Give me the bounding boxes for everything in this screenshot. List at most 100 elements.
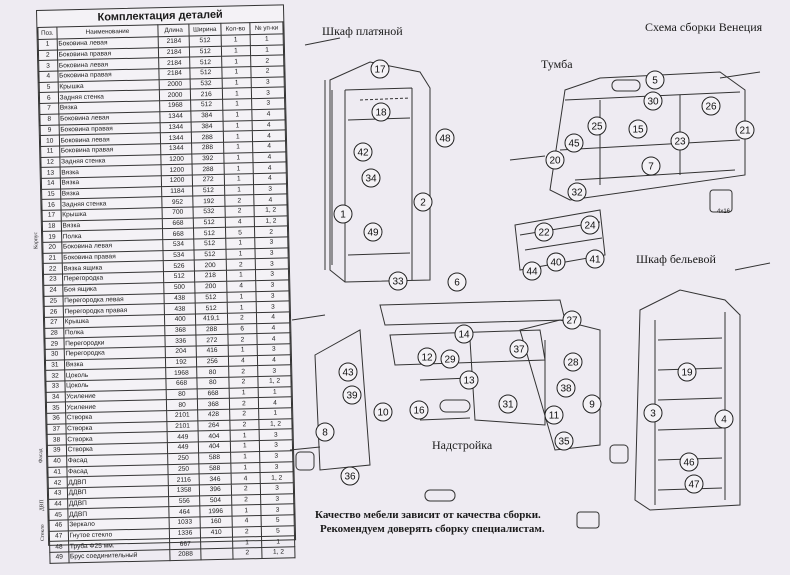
callout-number: 11	[549, 411, 560, 422]
callout-circle	[340, 466, 360, 486]
callout-circle	[556, 378, 576, 398]
callout-circle	[562, 310, 582, 330]
callout-number: 16	[413, 406, 425, 417]
callout-circle	[585, 249, 605, 269]
callout-circle	[454, 324, 474, 344]
callout-number: 41	[589, 255, 601, 266]
callout-number: 37	[513, 345, 525, 356]
callout-circle	[735, 120, 755, 140]
callout-number: 13	[463, 376, 475, 387]
callout-number: 10	[377, 408, 389, 419]
callout-number: 33	[392, 277, 404, 288]
callout-number: 49	[367, 228, 379, 239]
callout-circle	[459, 370, 479, 390]
callout-circle	[315, 422, 335, 442]
callout-number: 31	[502, 400, 514, 411]
callout-circle	[342, 385, 362, 405]
callout-number: 29	[444, 355, 456, 366]
callout-circle	[679, 452, 699, 472]
callout-circle	[447, 272, 467, 292]
callout-circle	[643, 403, 663, 423]
callout-number: 27	[566, 316, 578, 327]
callout-circle	[413, 192, 433, 212]
callout-circle	[388, 271, 408, 291]
callout-circle	[534, 222, 554, 242]
callout-circle	[554, 431, 574, 451]
callout-number: 40	[550, 258, 562, 269]
callout-number: 15	[632, 125, 644, 136]
nightstand-title: Тумба	[541, 57, 573, 71]
callout-number: 45	[568, 139, 580, 150]
callout-number: 43	[342, 368, 354, 379]
callout-number: 47	[688, 480, 700, 491]
callout-circle	[435, 128, 455, 148]
callout-number: 34	[365, 174, 377, 185]
callout-number: 24	[584, 221, 596, 232]
wardrobe-title: Шкаф платяной	[322, 24, 403, 38]
callout-circle	[370, 59, 390, 79]
callout-number: 6	[454, 278, 460, 289]
callout-number: 1	[340, 210, 346, 221]
callout-circle	[338, 362, 358, 382]
assembly-note-line1: Качество мебели зависит от качества сбор…	[315, 509, 541, 521]
callout-circle	[582, 394, 602, 414]
scheme-title: Схема сборки Венеция	[645, 20, 763, 34]
callout-circle	[641, 156, 661, 176]
callout-number: 46	[683, 458, 695, 469]
callout-circle	[361, 168, 381, 188]
callout-circle	[353, 142, 373, 162]
callout-number: 5	[652, 76, 658, 87]
callout-number: 20	[549, 156, 561, 167]
superstructure-title: Надстройка	[432, 438, 493, 452]
callout-circle	[509, 339, 529, 359]
callout-number: 48	[439, 134, 451, 145]
callout-number: 32	[571, 188, 583, 199]
callout-circle	[371, 102, 391, 122]
callout-circle	[544, 405, 564, 425]
callout-circle	[643, 91, 663, 111]
callout-circle	[564, 133, 584, 153]
callout-number: 17	[374, 65, 386, 76]
callout-circle	[684, 474, 704, 494]
callout-circle	[587, 116, 607, 136]
callout-circle	[714, 409, 734, 429]
callout-circle	[522, 261, 542, 281]
callout-number: 18	[375, 108, 387, 119]
callout-number: 25	[591, 122, 603, 133]
callout-number: 9	[589, 400, 595, 411]
callout-circle	[440, 349, 460, 369]
callout-number: 39	[346, 391, 358, 402]
callout-circle	[628, 119, 648, 139]
callout-number: 30	[647, 97, 659, 108]
callout-number: 12	[421, 353, 433, 364]
callout-number: 8	[322, 428, 328, 439]
callout-number: 14	[458, 330, 470, 341]
fastener-size-label: 4х16	[717, 209, 731, 215]
furniture-line-art	[289, 37, 771, 529]
assembly-note-line2: Рекомендуем доверять сборку специалистам…	[320, 523, 545, 535]
callout-circle	[670, 131, 690, 151]
callout-circle	[363, 222, 383, 242]
callout-number: 23	[674, 137, 686, 148]
callout-circle	[563, 352, 583, 372]
callout-number: 7	[648, 162, 654, 173]
callout-circle	[645, 70, 665, 90]
callout-number: 22	[538, 228, 550, 239]
callout-circle	[373, 402, 393, 422]
callout-circle	[677, 362, 697, 382]
callout-circle	[546, 252, 566, 272]
callout-circle	[701, 96, 721, 116]
callout-number: 4	[721, 415, 727, 426]
callout-number: 35	[558, 437, 570, 448]
callout-circle	[498, 394, 518, 414]
callout-number: 42	[357, 148, 369, 159]
callout-circle	[567, 182, 587, 202]
callout-number: 21	[739, 126, 751, 137]
callout-number: 26	[705, 102, 717, 113]
callout-circle	[409, 400, 429, 420]
callout-circle	[333, 204, 353, 224]
callout-circle	[580, 215, 600, 235]
callout-number: 2	[420, 198, 426, 209]
